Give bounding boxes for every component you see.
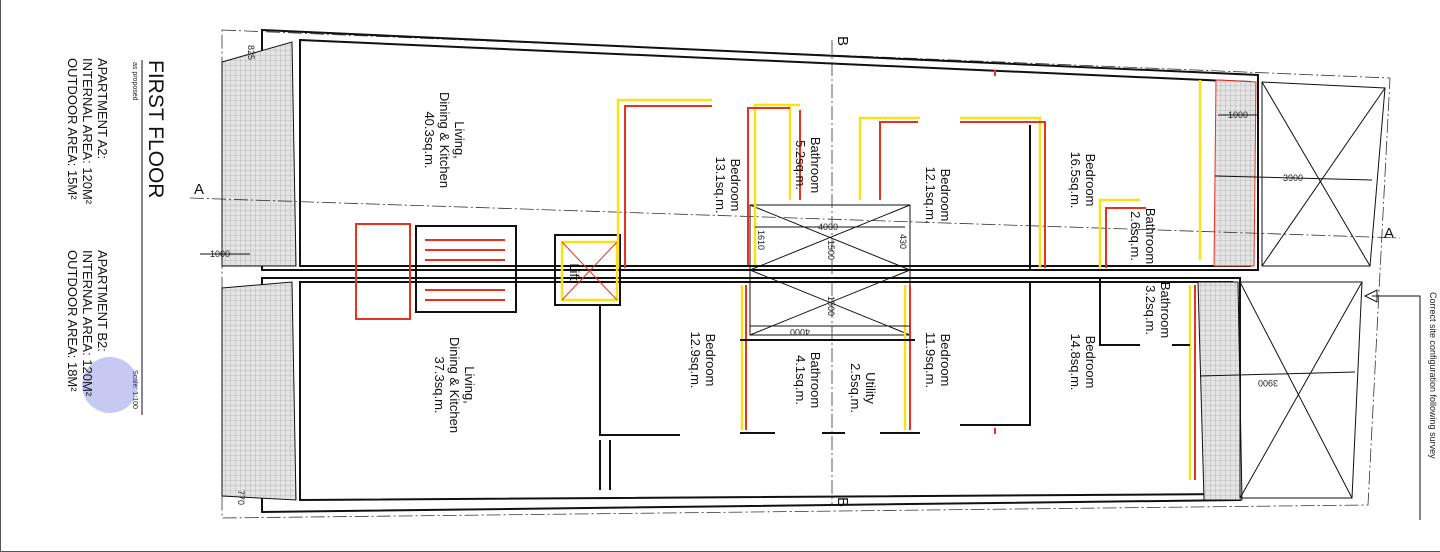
svg-text:Dining & Kitchen: Dining & Kitchen [437,92,452,188]
dimension-lines [200,114,1421,520]
svg-text:Bedroom: Bedroom [938,169,953,222]
existing-walls [599,125,1190,490]
svg-text:37.3sq.m.: 37.3sq.m. [432,356,447,413]
svg-text:Utility: Utility [863,372,878,404]
room-lift: Lift [567,263,582,281]
outdoor-area: OUTDOOR AREA: 15M² [65,58,80,200]
apartment-b2-outline [261,277,1241,514]
svg-text:Living,: Living, [452,121,467,159]
dim-770: 770 [236,490,246,505]
svg-text:11.9sq.m.: 11.9sq.m. [923,332,938,388]
svg-text:12.1sq.m.: 12.1sq.m. [923,166,938,223]
balcony-b2 [1197,281,1243,501]
void-a2 [1261,81,1386,267]
page-title: FIRST FLOOR [144,60,167,198]
lightwell [749,204,911,336]
blur-spot [82,357,138,413]
terrace-a2 [221,41,297,267]
lift-shaft [554,234,621,306]
svg-text:2.6sq.m.: 2.6sq.m. [1128,211,1143,261]
dim-3900-bottom: 3900 [1258,378,1278,388]
svg-text:Bedroom: Bedroom [703,334,718,387]
svg-text:Living,: Living, [462,366,477,404]
apartment-a2-info: APARTMENT A2: INTERNAL AREA: 120M² OUTDO… [65,58,110,205]
dim-4000-top: 4000 [818,222,838,232]
section-marker-a-left: A [194,181,204,198]
scale-label: Scale: 1:100 [131,370,138,409]
dim-1500-bottom: 1500 [826,296,836,316]
svg-text:5.2sq.m.: 5.2sq.m. [793,140,808,190]
svg-text:4.1sq.m.: 4.1sq.m. [793,355,808,405]
dim-3900-top: 3900 [1283,173,1303,183]
terrace-b2 [221,281,297,501]
section-marker-b-bottom: B [834,497,851,507]
dim-1000-right: 1000 [1228,110,1248,120]
svg-text:12.9sq.m.: 12.9sq.m. [688,331,703,388]
internal-area: INTERNAL AREA: 120M² [80,250,95,397]
svg-text:Bedroom: Bedroom [1083,154,1098,207]
dim-430: 430 [898,234,908,249]
apartment-name: APARTMENT A2: [95,58,110,159]
svg-text:Bedroom: Bedroom [728,159,743,212]
svg-text:13.1sq.m.: 13.1sq.m. [713,156,728,213]
staircase [355,223,517,320]
svg-text:2.5sq.m.: 2.5sq.m. [848,363,863,413]
dim-4000-bottom: 4000 [790,327,810,337]
svg-text:Lift: Lift [567,263,582,281]
internal-area: INTERNAL AREA: 120M² [80,58,95,205]
apartment-b2-info: APARTMENT B2: INTERNAL AREA: 120M² OUTDO… [65,250,110,397]
dim-1500-top: 1500 [826,240,836,260]
svg-text:Bathroom: Bathroom [1143,208,1158,264]
svg-text:Dining & Kitchen: Dining & Kitchen [447,337,462,433]
dim-1610: 1610 [756,230,766,250]
balcony-a2 [1213,79,1257,267]
svg-text:14.8sq.m.: 14.8sq.m. [1068,333,1083,390]
section-line-a [189,197,1401,239]
section-marker-b-top: B [834,36,851,46]
dim-825: 825 [246,45,256,60]
subtitle: as proposed [131,62,138,101]
apartment-name: APARTMENT B2: [95,250,110,352]
svg-text:Bathroom: Bathroom [808,137,823,193]
svg-text:Bathroom: Bathroom [808,352,823,408]
void-b2 [1239,281,1363,499]
site-note: Correct site configuration following sur… [1428,292,1438,459]
svg-text:Bedroom: Bedroom [938,334,953,387]
svg-text:3.2sq.m.: 3.2sq.m. [1143,285,1158,335]
svg-text:Bathroom: Bathroom [1158,282,1173,338]
outdoor-area: OUTDOOR AREA: 18M² [65,250,80,392]
section-marker-a-right: A [1384,225,1394,242]
svg-text:Bedroom: Bedroom [1083,336,1098,389]
dim-1000-left: 1000 [210,249,230,259]
proposed-partitions [616,70,1202,480]
svg-text:40.3sq.m.: 40.3sq.m. [422,111,437,168]
svg-text:16.5sq.m.: 16.5sq.m. [1068,151,1083,208]
